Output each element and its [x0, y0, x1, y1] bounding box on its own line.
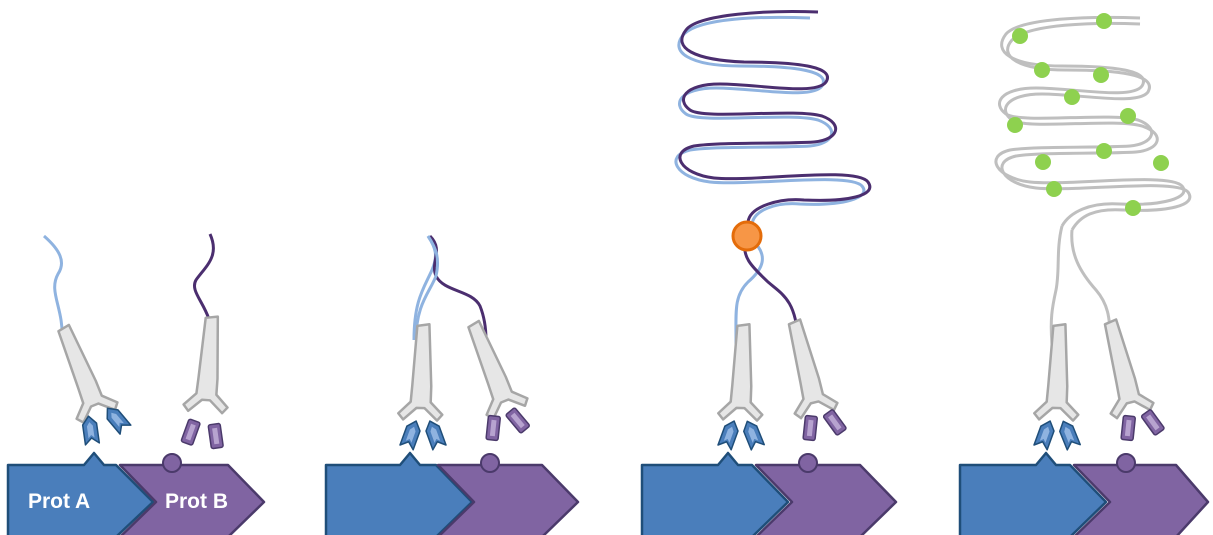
protein-b-bump [798, 453, 818, 473]
rca-product-strand [994, 15, 1186, 227]
probe-dot [1064, 89, 1080, 105]
probe-dot [1093, 67, 1109, 83]
epitope-tip-icon [399, 417, 424, 451]
protein-b-bump [162, 453, 182, 473]
antibody-b [1087, 314, 1157, 421]
antibody-b [451, 313, 531, 422]
probe-dot [1120, 108, 1136, 124]
protein-b-arrow [1072, 463, 1210, 535]
protein-b-arrow [436, 463, 580, 535]
panel-2 [324, 234, 580, 535]
protein-b-arrow [754, 463, 898, 535]
probe-dots [1007, 13, 1169, 216]
epitope-tip-icon [207, 422, 225, 450]
epitope-tip-icon [740, 417, 765, 451]
antibody-a [396, 322, 447, 423]
antibody-b [181, 313, 236, 415]
panel-3 [640, 10, 898, 535]
epitope-tip-icon [822, 408, 848, 437]
antibody-b [771, 314, 841, 421]
epitope-tip-icon [1056, 417, 1081, 451]
probe-dot [1034, 62, 1050, 78]
epitope-tip-icon [717, 417, 742, 451]
probe-dot [1096, 13, 1112, 29]
probe-dot [1046, 181, 1062, 197]
protein-b-label: Prot B [165, 490, 228, 513]
probe-dot [1096, 143, 1112, 159]
epitope-tip-icon [485, 414, 502, 442]
protein-a-label: Prot A [28, 490, 90, 513]
probe-dot [1007, 117, 1023, 133]
epitope-tip-icon [1033, 417, 1058, 451]
probe-dot [1012, 28, 1028, 44]
epitope-tip-icon [802, 414, 819, 442]
epitope-tip-icon [1120, 414, 1137, 442]
antibody-a [716, 322, 767, 423]
rca-product-strand-b [678, 10, 872, 223]
protein-b-bump [1116, 453, 1136, 473]
oligo-strand-a [43, 234, 64, 341]
probe-dot [1035, 154, 1051, 170]
rca-product-strand-a [674, 15, 866, 225]
panel-1: Prot A Prot B [6, 233, 266, 535]
protein-a-arrow [6, 451, 155, 535]
epitope-tip-icon [422, 417, 447, 451]
antibody-a [1032, 322, 1083, 423]
protein-a-arrow [640, 451, 790, 535]
protein-a-arrow [324, 451, 474, 535]
protein-a-arrow [958, 451, 1108, 535]
epitope-tip-icon [180, 418, 202, 447]
probe-dot [1153, 155, 1169, 171]
probe-dot [1125, 200, 1141, 216]
epitope-tip-icon [504, 406, 531, 435]
protein-b-arrow [118, 463, 266, 535]
ligase-node [731, 220, 763, 252]
epitope-tip-icon [1140, 408, 1166, 437]
panel-4 [958, 13, 1210, 535]
protein-b-bump [480, 453, 500, 473]
